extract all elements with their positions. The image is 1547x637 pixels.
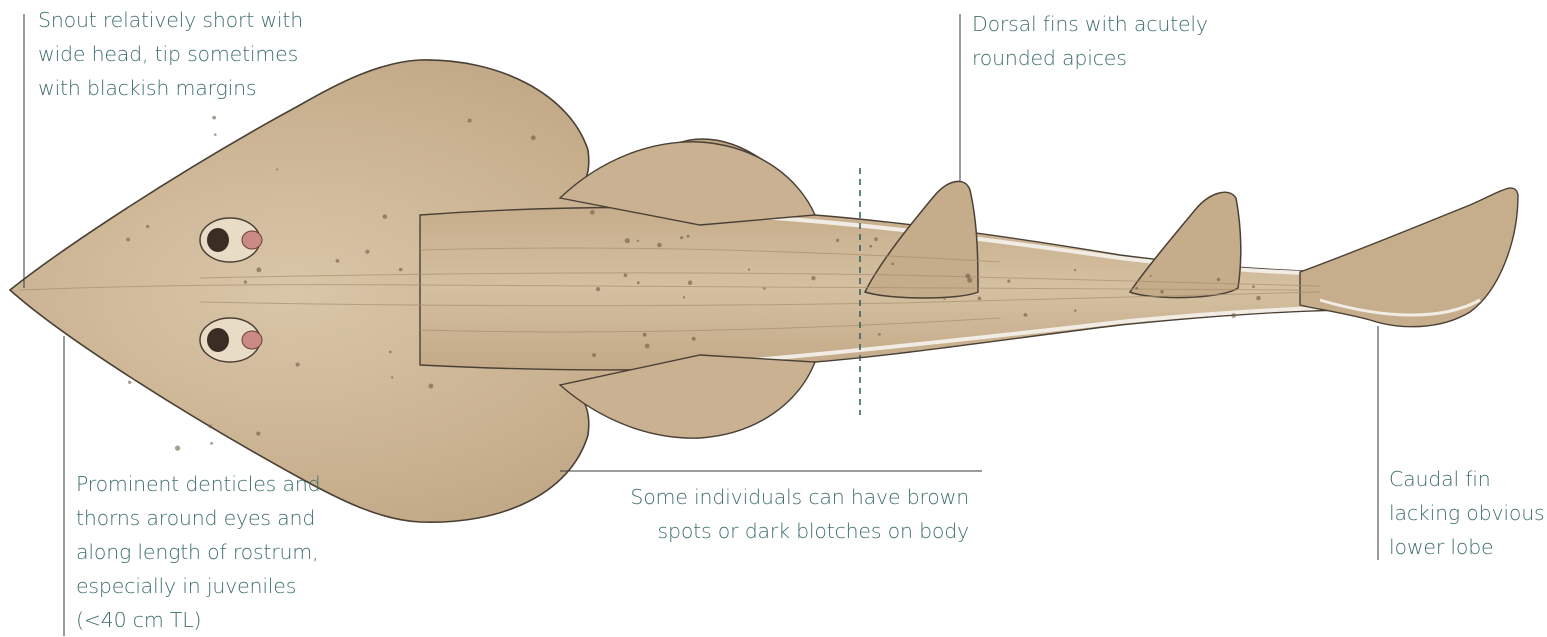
annotation-line: especially in juveniles xyxy=(76,569,320,603)
annotation-line: Prominent denticles and xyxy=(76,467,320,501)
body-spot xyxy=(590,210,595,215)
body-spot xyxy=(1135,287,1138,290)
body-spot xyxy=(1231,313,1236,318)
body-spot xyxy=(592,353,596,357)
dorsal-fin-annotation: Dorsal fins with acutely rounded apices xyxy=(972,7,1208,75)
annotation-line: lacking obvious xyxy=(1389,496,1545,530)
body-spot xyxy=(531,135,536,140)
body-spot xyxy=(468,119,472,123)
body-spot xyxy=(126,238,130,242)
body-spot xyxy=(637,281,640,284)
annotation-line: Snout relatively short with xyxy=(38,3,303,37)
body-spot xyxy=(624,273,628,277)
body-spot xyxy=(429,384,434,389)
body-spot xyxy=(811,276,815,280)
caudal-fin-annotation: Caudal fin lacking obvious lower lobe xyxy=(1389,462,1545,564)
body-spot xyxy=(391,376,393,378)
body-spot xyxy=(625,238,630,243)
body-spot xyxy=(1024,313,1028,317)
annotation-line: along length of rostrum, xyxy=(76,535,320,569)
annotation-line: wide head, tip sometimes xyxy=(38,37,303,71)
body-spot xyxy=(1256,296,1261,301)
annotation-line: with blackish margins xyxy=(38,71,303,105)
body-spot xyxy=(967,278,972,283)
body-spot xyxy=(596,287,600,291)
body-spot xyxy=(256,432,260,436)
body-spot xyxy=(128,381,131,384)
annotation-line: lower lobe xyxy=(1389,530,1545,564)
annotation-line: Caudal fin xyxy=(1389,462,1545,496)
body-spot xyxy=(383,214,388,219)
denticles-annotation: Prominent denticles and thorns around ey… xyxy=(76,467,320,637)
body-spot xyxy=(943,297,946,300)
body-spot xyxy=(276,168,278,170)
body-spot xyxy=(146,225,149,228)
body-spot xyxy=(643,333,647,337)
body-spot xyxy=(336,259,340,263)
body-spot xyxy=(296,362,300,366)
annotation-line: rounded apices xyxy=(972,41,1208,75)
body-spot xyxy=(692,337,696,341)
body-spot xyxy=(1252,285,1255,288)
body-spot xyxy=(244,280,247,283)
body-spot xyxy=(1150,275,1152,277)
body-spot xyxy=(645,344,650,349)
body-spot xyxy=(1160,290,1163,293)
body-spot xyxy=(680,236,683,239)
body-spot xyxy=(1217,278,1220,281)
body-spot xyxy=(208,425,212,429)
body-spot xyxy=(389,351,392,354)
body-spot xyxy=(212,116,216,120)
body-spot xyxy=(399,268,403,272)
body-spot xyxy=(978,297,982,301)
body-spot xyxy=(869,245,872,248)
body-spot xyxy=(748,268,750,270)
body-spot xyxy=(657,243,662,248)
spots-annotation: Some individuals can have brown spots or… xyxy=(630,480,969,548)
body-spot xyxy=(687,235,690,238)
body-spot xyxy=(763,287,766,290)
body-spot xyxy=(683,296,685,298)
snout-annotation: Snout relatively short with wide head, t… xyxy=(38,3,303,105)
annotation-line: Dorsal fins with acutely xyxy=(972,7,1208,41)
caudal-fin xyxy=(1300,188,1518,327)
annotation-line: (<40 cm TL) xyxy=(76,603,320,637)
body-spot xyxy=(210,442,213,445)
body-spot xyxy=(891,262,894,265)
body-spot xyxy=(965,274,970,279)
body-spot xyxy=(1007,280,1010,283)
annotation-line: Some individuals can have brown xyxy=(630,480,969,514)
body-spot xyxy=(256,267,261,272)
body-spot xyxy=(688,280,693,285)
body-spot xyxy=(175,446,180,451)
annotation-line: spots or dark blotches on body xyxy=(630,514,969,548)
body-spot xyxy=(637,240,639,242)
annotation-line: thorns around eyes and xyxy=(76,501,320,535)
body-spot xyxy=(1074,269,1076,271)
body-spot xyxy=(1074,309,1076,311)
body-spot xyxy=(214,133,217,136)
body-spot xyxy=(874,237,878,241)
body-spot xyxy=(878,333,881,336)
body-spot xyxy=(365,250,369,254)
body-spot xyxy=(836,239,839,242)
